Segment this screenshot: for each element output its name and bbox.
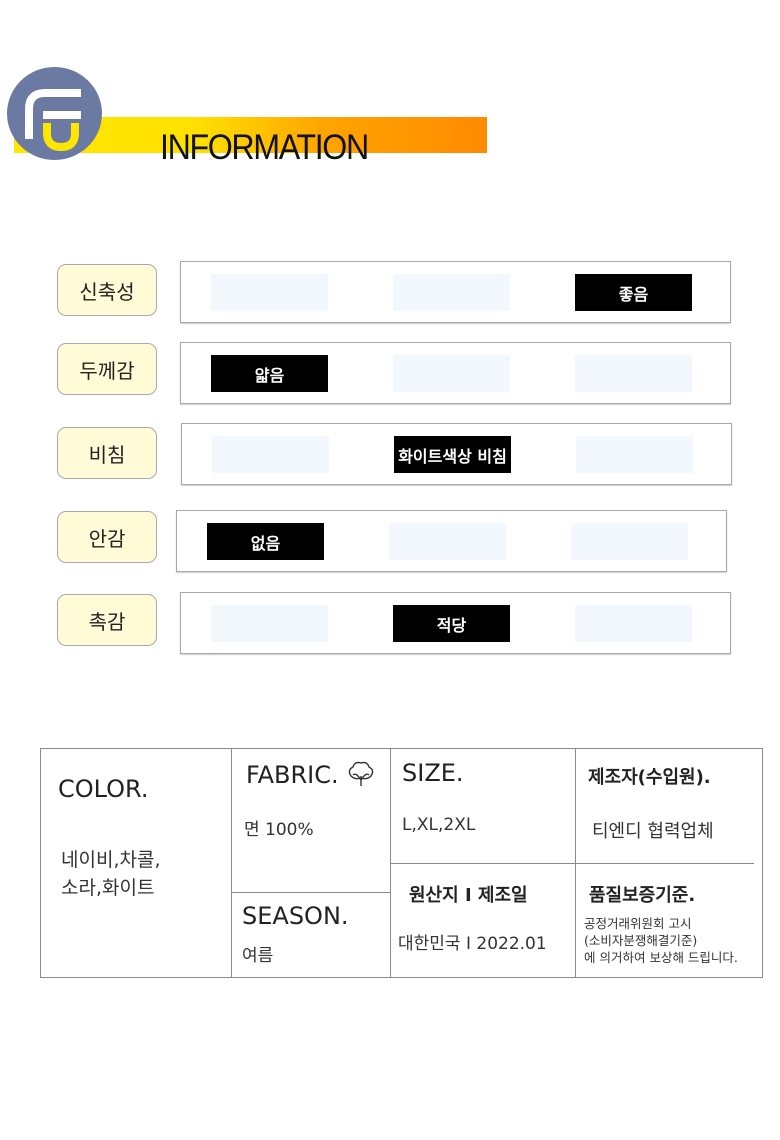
attribute-scale: 얇음 적당 두꺼움 xyxy=(180,342,731,404)
attribute-option-selected: 없음 xyxy=(207,523,324,560)
attribute-option-selected: 화이트색상 비침 xyxy=(394,436,511,473)
season-value: 여름 xyxy=(242,946,274,966)
color-value-2: 소라,화이트 xyxy=(61,877,155,899)
size-heading: SIZE. xyxy=(402,759,464,787)
attribute-option: 없음 xyxy=(211,274,328,311)
attribute-option-selected: 얇음 xyxy=(211,355,328,392)
attribute-scale: 없음 화이트색상 비침 xyxy=(181,423,732,485)
attribute-option: 적당 xyxy=(393,274,510,311)
brand-logo xyxy=(7,67,102,160)
attribute-option-selected: 좋음 xyxy=(575,274,692,311)
attribute-option: 기모안감 xyxy=(571,523,688,560)
attribute-option xyxy=(211,605,328,642)
attribute-label: 안감 xyxy=(57,511,157,563)
attribute-option: 없음 xyxy=(212,436,329,473)
quality-line-3: 에 의거하여 보상해 드립니다. xyxy=(584,950,738,965)
attribute-label: 신축성 xyxy=(57,264,157,316)
attribute-option: 적당 xyxy=(393,355,510,392)
page-title: INFORMATION xyxy=(160,128,369,167)
attribute-option xyxy=(389,523,506,560)
season-heading: SEASON. xyxy=(242,902,349,930)
quality-line-2: (소비자분쟁해결기준) xyxy=(584,933,698,948)
attribute-option-selected: 적당 xyxy=(393,605,510,642)
attribute-label: 비침 xyxy=(57,427,157,479)
spec-table: COLOR. 네이비,차콜, 소라,화이트 FABRIC. 면 100% SEA… xyxy=(40,748,763,978)
fabric-value: 면 100% xyxy=(244,820,314,840)
quality-heading: 품질보증기준. xyxy=(589,885,696,906)
attribute-option: 두꺼움 xyxy=(575,355,692,392)
attribute-label: 촉감 xyxy=(57,594,157,646)
origin-value: 대한민국 I 2022.01 xyxy=(398,934,547,954)
size-value: L,XL,2XL xyxy=(402,815,476,835)
attribute-scale: 적당 부드러움 xyxy=(180,592,731,654)
origin-heading: 원산지 I 제조일 xyxy=(409,885,528,906)
cotton-icon xyxy=(345,758,377,794)
attribute-scale: 없음 적당 좋음 xyxy=(180,261,731,323)
attribute-label: 두께감 xyxy=(57,343,157,395)
quality-line-1: 공정거래위원회 고시 xyxy=(584,916,692,931)
maker-heading: 제조자(수입원). xyxy=(588,767,711,788)
maker-value: 티엔디 협력업체 xyxy=(592,821,714,842)
fabric-heading: FABRIC. xyxy=(246,761,339,789)
color-value-1: 네이비,차콜, xyxy=(61,849,161,871)
color-heading: COLOR. xyxy=(58,775,149,803)
attribute-scale: 없음 기모안감 xyxy=(176,510,727,572)
attribute-option xyxy=(576,436,693,473)
attribute-option: 부드러움 xyxy=(575,605,692,642)
